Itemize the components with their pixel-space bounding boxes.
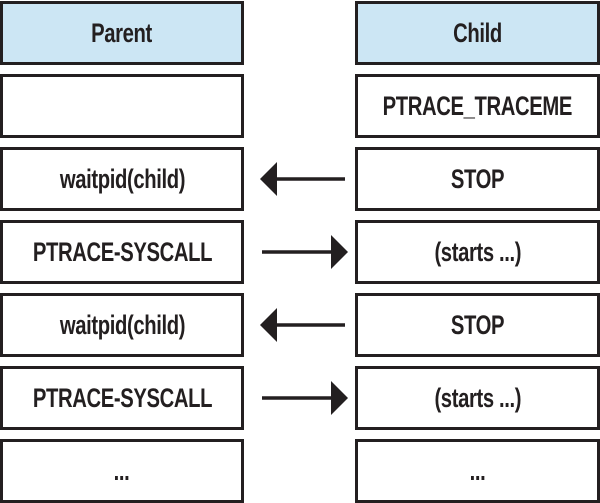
parent-cell-1: waitpid(child) bbox=[0, 147, 244, 211]
parent-header-label: Parent bbox=[91, 17, 153, 48]
parent-cell-label-1: waitpid(child) bbox=[59, 163, 185, 194]
child-cell-5: ... bbox=[355, 439, 600, 503]
arrow-cell-1 bbox=[244, 147, 355, 211]
child-cell-label-3: STOP bbox=[450, 309, 505, 340]
parent-cell-4: PTRACE-SYSCALL bbox=[0, 366, 244, 430]
child-cell-label-0: PTRACE_TRACEME bbox=[382, 90, 573, 121]
gap-cell-5 bbox=[244, 439, 355, 503]
child-cell-0: PTRACE_TRACEME bbox=[355, 74, 600, 138]
arrow-cell-2 bbox=[244, 220, 355, 284]
parent-cell-label-2: PTRACE-SYSCALL bbox=[32, 236, 212, 267]
child-column-header: Child bbox=[355, 1, 600, 65]
child-cell-4: (starts ...) bbox=[355, 366, 600, 430]
child-cell-label-1: STOP bbox=[450, 163, 505, 194]
child-header-label: Child bbox=[453, 17, 502, 48]
parent-cell-2: PTRACE-SYSCALL bbox=[0, 220, 244, 284]
parent-cell-label-4: PTRACE-SYSCALL bbox=[32, 382, 212, 413]
child-cell-label-5: ... bbox=[469, 455, 486, 486]
arrow-cell-4 bbox=[244, 366, 355, 430]
arrow-left-icon bbox=[260, 308, 345, 342]
gap-cell-0 bbox=[244, 74, 355, 138]
arrow-right-icon bbox=[262, 235, 348, 269]
child-cell-2: (starts ...) bbox=[355, 220, 600, 284]
arrow-cell-3 bbox=[244, 293, 355, 357]
header-gap bbox=[244, 1, 355, 65]
parent-cell-label-5: ... bbox=[114, 455, 130, 486]
arrow-right-icon bbox=[262, 381, 348, 415]
child-cell-label-4: (starts ...) bbox=[434, 382, 521, 413]
parent-cell-3: waitpid(child) bbox=[0, 293, 244, 357]
child-cell-1: STOP bbox=[355, 147, 600, 211]
child-cell-3: STOP bbox=[355, 293, 600, 357]
parent-cell-0 bbox=[0, 74, 244, 138]
parent-column-header: Parent bbox=[0, 1, 244, 65]
parent-cell-label-3: waitpid(child) bbox=[59, 309, 185, 340]
parent-cell-5: ... bbox=[0, 439, 244, 503]
arrow-left-icon bbox=[260, 162, 345, 196]
child-cell-label-2: (starts ...) bbox=[434, 236, 521, 267]
